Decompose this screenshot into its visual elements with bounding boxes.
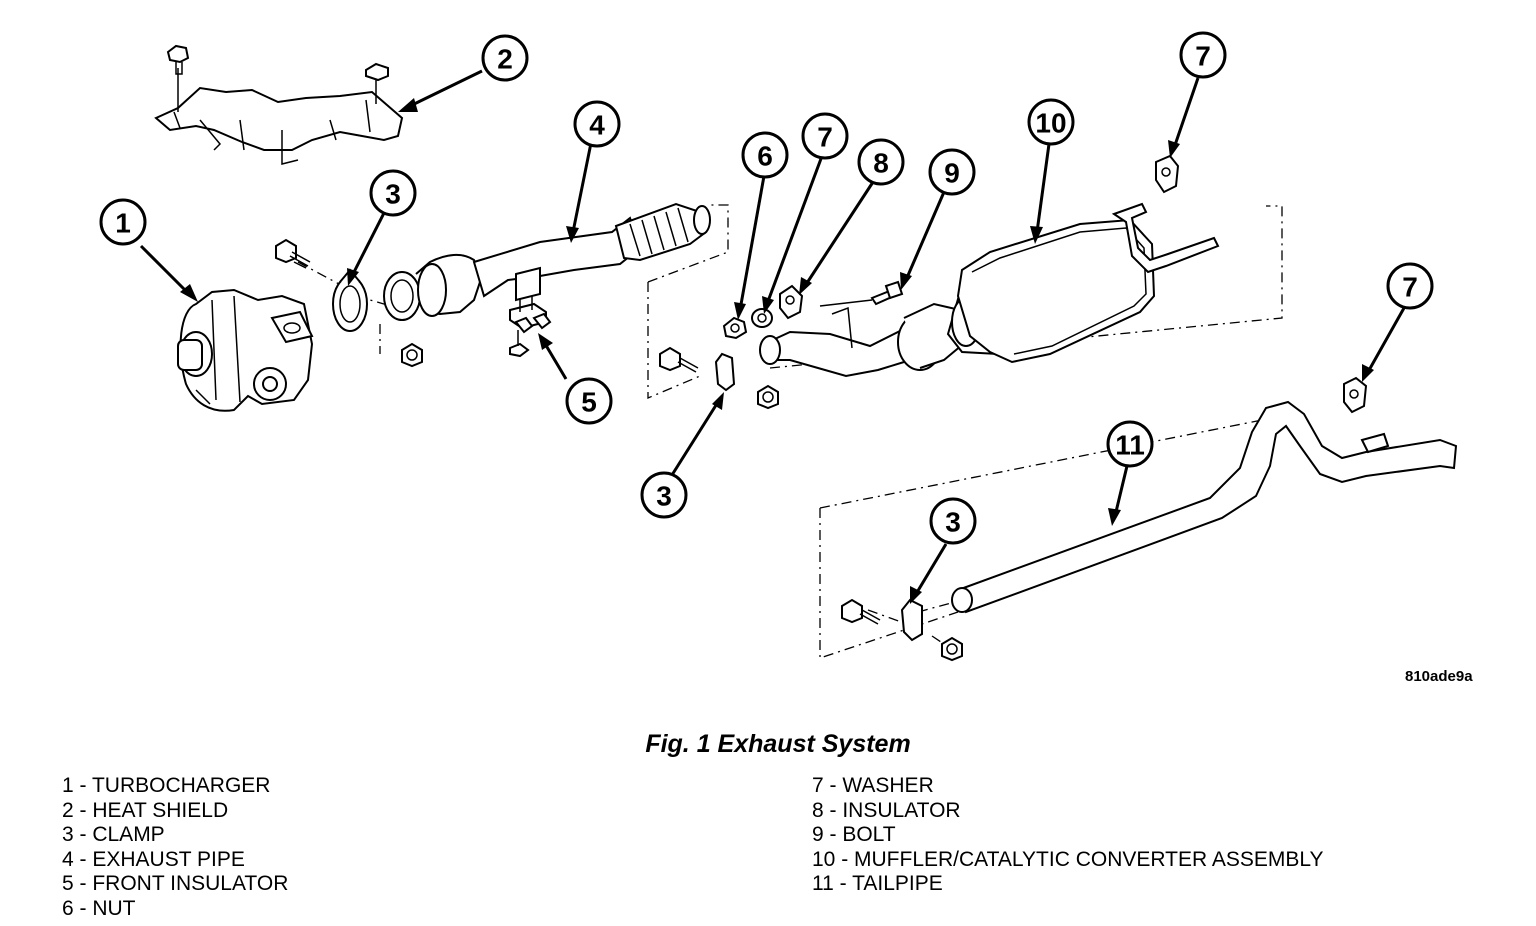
callout-11: 11 — [1106, 420, 1154, 468]
callout-label: 5 — [581, 387, 597, 418]
legend-right-column: 7 - WASHER 8 - INSULATOR 9 - BOLT 10 - M… — [812, 774, 1324, 897]
exhaust-pipe-part — [383, 202, 711, 321]
callout-label: 10 — [1035, 108, 1066, 139]
tailpipe-part — [951, 400, 1458, 614]
callout-label: 1 — [115, 208, 131, 239]
legend-item: 2 - HEAT SHIELD — [62, 798, 229, 822]
clamp-part-front — [275, 238, 423, 368]
callout-5: 5 — [565, 377, 613, 425]
callout-label: 11 — [1115, 430, 1145, 461]
legend-item: 7 - WASHER — [812, 774, 934, 797]
callout-label: 7 — [1402, 272, 1418, 303]
callout-3-front: 3 — [369, 169, 417, 217]
callout-6: 6 — [741, 131, 789, 179]
legend-item: 6 - NUT — [62, 896, 136, 920]
legend-left-column: 1 - TURBOCHARGER 2 - HEAT SHIELD 3 - CLA… — [62, 774, 288, 922]
heat-shield-part — [154, 44, 404, 165]
callout-4: 4 — [573, 100, 621, 148]
callout-3-middle: 3 — [640, 471, 688, 519]
callout-label: 3 — [945, 507, 961, 538]
legend-item: 8 - INSULATOR — [812, 798, 961, 822]
figure-reference-code: 810ade9a — [1405, 668, 1473, 685]
callout-label: 9 — [944, 158, 960, 189]
callout-8: 8 — [857, 138, 905, 186]
callout-7-lower-right: 7 — [1386, 262, 1434, 310]
callout-10: 10 — [1027, 98, 1075, 146]
callout-1: 1 — [99, 198, 147, 246]
callout-9: 9 — [928, 148, 976, 196]
callout-2: 2 — [481, 34, 529, 82]
front-insulator-part — [509, 296, 552, 358]
exhaust-system-diagram: 1 2 3 4 3 5 6 7 8 9 10 7 7 11 3 810ade9a — [99, 31, 1473, 685]
turbocharger-part — [177, 288, 314, 412]
callout-label: 2 — [497, 44, 513, 75]
callout-label: 8 — [873, 148, 889, 179]
figure-title: Fig. 1 Exhaust System — [645, 730, 911, 758]
legend-item: 5 - FRONT INSULATOR — [62, 872, 289, 896]
legend-item: 9 - BOLT — [812, 823, 896, 847]
washer-parts-right — [1155, 154, 1368, 414]
legend-item: 10 - MUFFLER/CATALYTIC CONVERTER ASSEMBL… — [812, 847, 1324, 871]
callout-7-washer: 7 — [801, 112, 849, 160]
callout-label: 4 — [589, 110, 605, 141]
legend-item: 3 - CLAMP — [62, 823, 165, 847]
callout-label: 6 — [757, 141, 773, 172]
clamp-part-middle — [659, 346, 779, 410]
callout-label: 3 — [656, 481, 672, 512]
legend-item: 4 - EXHAUST PIPE — [62, 847, 245, 871]
callout-3-rear: 3 — [929, 497, 977, 545]
callout-label: 7 — [1195, 41, 1211, 72]
leader-lines — [139, 69, 1406, 604]
hanger-hardware-parts — [722, 280, 904, 340]
callout-label: 3 — [385, 179, 401, 210]
callout-7-upper-right: 7 — [1179, 31, 1227, 79]
callout-label: 7 — [817, 122, 833, 153]
legend-item: 11 - TAILPIPE — [812, 872, 943, 896]
muffler-assembly-part — [759, 202, 1220, 378]
legend-item: 1 - TURBOCHARGER — [62, 774, 271, 797]
